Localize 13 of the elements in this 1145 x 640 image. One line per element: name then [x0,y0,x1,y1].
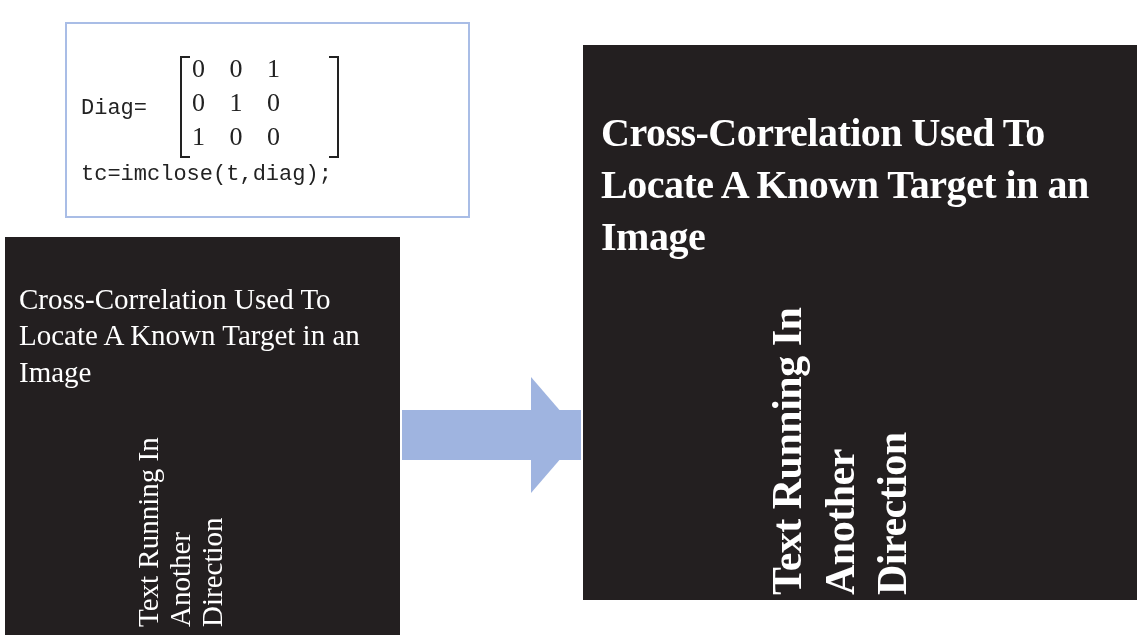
rotated-text: Text Running In Another Direction [763,306,916,595]
image-panel [5,237,400,635]
rotated-text: Text Running In Another Direction [133,436,229,627]
image-panel [583,45,1137,600]
code-text: tc=imclose(t,diag); [81,162,332,187]
block-arrow [402,377,581,493]
matrix-row: 0 1 0 [192,88,280,118]
image-text: Cross-Correlation Used To Locate A Known Target in an Image [601,109,1090,261]
matrix-row: 0 0 1 [192,54,280,84]
matrix-row: 1 0 0 [192,122,280,152]
code-text: Diag= [81,96,147,121]
code-box [65,22,470,218]
image-text: Cross-Correlation Used To Locate A Known Target in an Image [19,282,361,390]
